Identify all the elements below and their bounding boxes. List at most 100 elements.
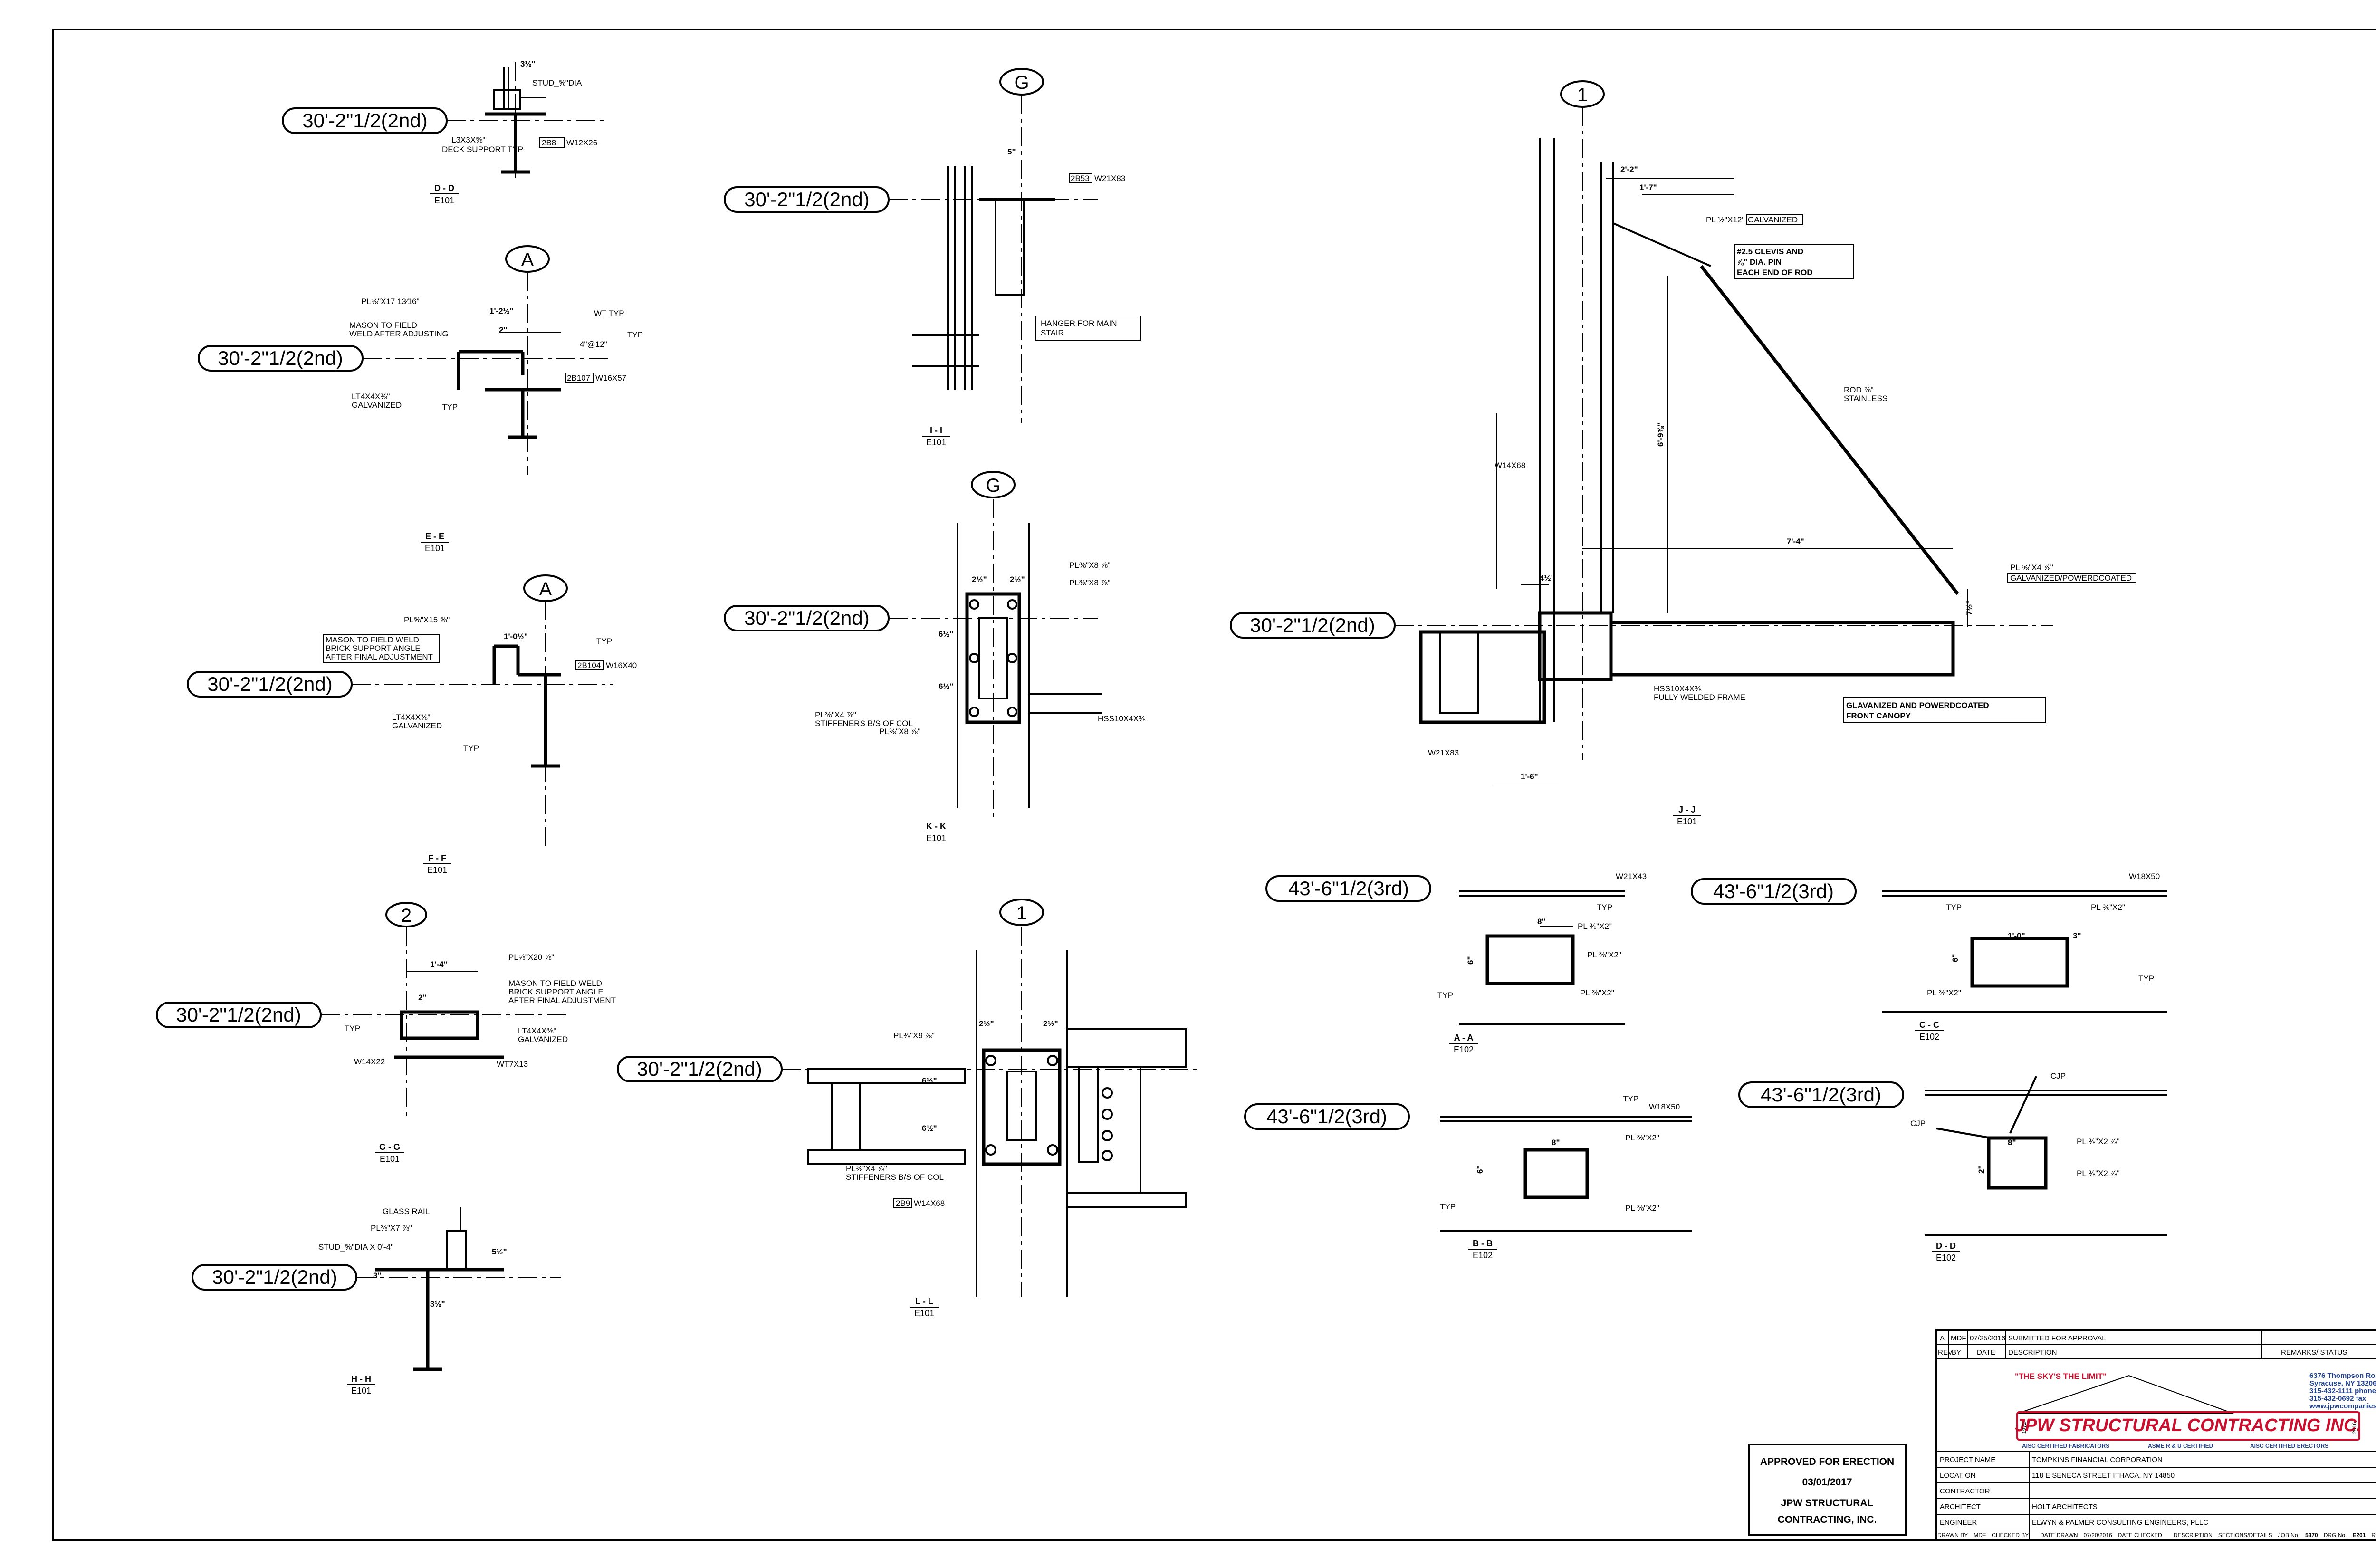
section-ref-dd: E101: [434, 196, 454, 205]
bb-typ: TYP: [1623, 1094, 1638, 1103]
aa-dim: 8": [1537, 917, 1546, 926]
field-label-engineer: ENGINEER: [1940, 1519, 1977, 1527]
ee-galv: GALVANIZED: [352, 401, 402, 410]
ii-hanger2: STAIR: [1041, 328, 1064, 337]
section-ll-e101: 1 30'-2"1/2(2nd) 2½" 2½" PL⅜"X9 ⅞" 6½" 6: [617, 899, 1198, 1318]
job-no-label: JOB No.: [2278, 1532, 2299, 1539]
description-label: DESCRIPTION: [2173, 1532, 2213, 1539]
ii-tag: 2B53: [1071, 174, 1090, 183]
jj-dim1: 2'-2": [1620, 165, 1638, 174]
gg-galv: GALVANIZED: [518, 1035, 568, 1044]
jj-dim3: 7'-4": [1787, 537, 1804, 546]
ee-angle: LT4X4X⅜": [352, 392, 390, 401]
section-title-ff: F - F: [428, 853, 446, 863]
aa-dim2: 6": [1466, 956, 1475, 965]
rev-header-rev: REV: [1938, 1348, 1953, 1357]
elevation-label-aa: 43'-6"1/2(3rd): [1288, 877, 1409, 899]
field-label-contractor: CONTRACTOR: [1940, 1487, 1990, 1495]
ff-typ: TYP: [596, 637, 612, 646]
company-logo: "THE SKY'S THE LIMIT" JPW STRUCTURAL CON…: [2015, 1372, 2376, 1449]
grid-bubble-label-ff: A: [539, 579, 552, 600]
d2-pl1: PL ⅜"X2 ⅞": [2077, 1137, 2120, 1146]
gg-dim2: 2": [418, 993, 427, 1002]
elevation-tag-cc: [1691, 878, 1857, 905]
elevation-label-ii: 30'-2"1/2(2nd): [744, 188, 869, 210]
d2-cjp2: CJP: [1910, 1119, 1926, 1128]
aa-pl3: PL ⅜"X2": [1580, 988, 1614, 997]
rev-row-by: MDF: [1951, 1334, 1966, 1342]
gg-typ: TYP: [345, 1024, 360, 1033]
field-label-architect: ARCHITECT: [1940, 1503, 1981, 1511]
d2-cjp: CJP: [2050, 1071, 2066, 1080]
section-title-bb: B - B: [1473, 1239, 1493, 1248]
company-fax: 315-432-0692 fax: [2309, 1395, 2366, 1403]
rev-header-remarks: REMARKS/ STATUS: [2281, 1348, 2347, 1357]
elevation-label-ll: 30'-2"1/2(2nd): [637, 1058, 762, 1080]
section-ii-e101: G 30'-2"1/2(2nd) 5" 2B53 W21X83 HANGER F…: [724, 68, 1141, 447]
bb-typ2: TYP: [1440, 1202, 1456, 1211]
dd-beam-tag: 2B8: [542, 138, 556, 147]
section-jj-e101: 1 30'-2"1/2(2nd) 2'-2" 1'-7" PL ½"X12" G…: [1230, 80, 2136, 826]
d2-dim: 8": [2008, 1138, 2016, 1147]
section-bb-e102: 43'-6"1/2(3rd) W18X50 TYP 8" PL ⅜"X2" 6"…: [1244, 1094, 1692, 1260]
ff-dim: 1'-0½": [504, 632, 528, 641]
section-ref-hh: E101: [351, 1386, 371, 1396]
elevation-tag-aa: [1265, 875, 1431, 902]
d2-dim2: 2": [1977, 1165, 1986, 1174]
bb-pl1: PL ⅜"X2": [1625, 1133, 1659, 1142]
section-dd-e101: 30'-2"1/2(2nd) 3½" STUD_⅝"DIA L3X3X⅝" DE…: [282, 59, 608, 205]
company-phone: 315-432-1111 phone: [2309, 1387, 2376, 1395]
sheet-border: [52, 29, 2376, 1541]
rev-row-date: 07/25/2016: [1970, 1334, 2005, 1342]
rev-label: REV.: [2371, 1532, 2376, 1539]
jj-clevis2: ⅞" DIA. PIN: [1737, 258, 1782, 267]
ll-bolt-group: [985, 1055, 1113, 1161]
grid-bubble-ii: [999, 68, 1044, 96]
ee-beam: W16X57: [595, 373, 626, 382]
grid-bubble-label-ll: 1: [1016, 903, 1027, 924]
hh-rail: GLASS RAIL: [383, 1207, 430, 1216]
cc-pl2: PL ⅜"X2": [1927, 988, 1961, 997]
ii-dim: 5": [1007, 147, 1016, 156]
kk-hss: HSS10X4X⅜: [1098, 714, 1146, 723]
ee-mason1: MASON TO FIELD: [349, 321, 417, 330]
title-block-lower: DRAWN BY MDF CHECKED BY DATE DRAWN 07/20…: [1937, 1531, 2376, 1539]
section-ref-jj: E101: [1677, 817, 1697, 826]
date-drawn-value: 07/20/2016: [2083, 1532, 2112, 1539]
section-ref-gg: E101: [380, 1154, 400, 1164]
cc-typ2: TYP: [2138, 974, 2154, 983]
jj-dim5: 7½": [1965, 600, 1974, 615]
cc-pl1: PL ⅜"X2": [2091, 903, 2125, 912]
gg-plate: PL⅝"X20 ⅞": [508, 953, 554, 962]
jj-clevis3: EACH END OF ROD: [1737, 268, 1813, 277]
gg-wt: WT7X13: [497, 1060, 528, 1069]
bb-dim2: 6": [1475, 1165, 1485, 1174]
company-address1: 6376 Thompson Road: [2309, 1372, 2376, 1380]
gg-mason2: BRICK SUPPORT ANGLE: [508, 987, 604, 996]
jj-w21: W21X83: [1428, 748, 1459, 757]
ff-typ2: TYP: [463, 744, 479, 753]
date-drawn-label: DATE DRAWN: [2040, 1532, 2078, 1539]
drawn-by-value: MDF: [1974, 1532, 1986, 1539]
gg-dim: 1'-4": [430, 960, 448, 969]
section-title-dd: D - D: [434, 183, 454, 193]
jj-pl: PL ½"X12": [1706, 215, 1744, 224]
ee-mason2: WELD AFTER ADJUSTING: [349, 329, 449, 338]
gg-mason1: MASON TO FIELD WELD: [508, 979, 602, 988]
ll-beam: W14X68: [914, 1199, 945, 1208]
kk-pl1: PL⅜"X8 ⅞": [1069, 561, 1111, 570]
date-checked-label: DATE CHECKED: [2117, 1532, 2162, 1539]
company-year-right: 2016: [2352, 1422, 2357, 1434]
kk-dim2: 2½": [1010, 575, 1025, 584]
dd-angle-note2: DECK SUPPORT TYP: [442, 145, 523, 154]
company-slogan: "THE SKY'S THE LIMIT": [2015, 1372, 2107, 1381]
jj-hss1: HSS10X4X⅜: [1654, 684, 1702, 693]
elevation-label-jj: 30'-2"1/2(2nd): [1250, 614, 1375, 636]
jj-vert: 6'-9⅞": [1656, 422, 1665, 447]
hh-plate: PL⅜"X7 ⅞": [371, 1224, 412, 1233]
section-ref-ii: E101: [926, 438, 946, 447]
cc-typ: TYP: [1946, 903, 1962, 912]
cc-dim: 1'-0": [2008, 931, 2025, 940]
ee-typ2: TYP: [442, 402, 458, 411]
field-label-project: PROJECT NAME: [1940, 1456, 1995, 1464]
